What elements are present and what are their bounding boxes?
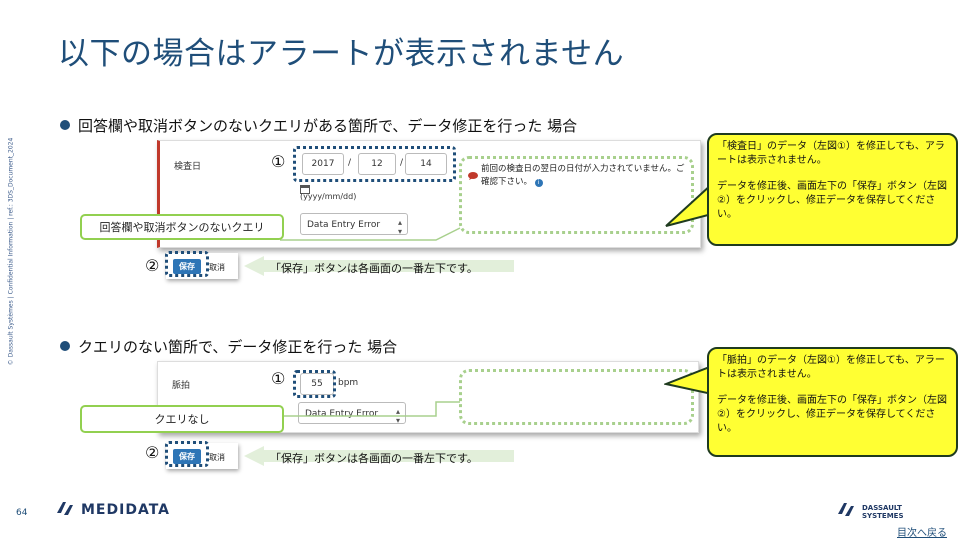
callout-text-1: 「検査日」のデータ（左図①）を修正しても、アラートは表示されません。 bbox=[717, 141, 945, 166]
query-highlight bbox=[459, 156, 694, 234]
save-button[interactable]: 保存 bbox=[173, 449, 201, 464]
reason-dropdown[interactable]: Data Entry Error ▴▾ bbox=[300, 213, 408, 236]
day-input[interactable]: 14 bbox=[405, 153, 447, 175]
save-note: 「保存」ボタンは各画面の一番左下です。 bbox=[270, 262, 478, 275]
section2-bullet: クエリのない箇所で、データ修正を行った 場合 bbox=[60, 336, 397, 357]
note-arrow bbox=[244, 446, 514, 466]
section1-bullet: 回答欄や取消ボタンのないクエリがある箇所で、データ修正を行った 場合 bbox=[60, 115, 577, 136]
speech-bubble-icon bbox=[468, 165, 478, 180]
sidebar-text: © Dassault Systèmes | Confidential Infor… bbox=[7, 137, 15, 366]
page-title: 以下の場合はアラートが表示されません bbox=[58, 36, 625, 72]
connector-line bbox=[280, 227, 461, 241]
dropdown-value: Data Entry Error bbox=[307, 220, 381, 230]
medidata-logo: MEDIDATA bbox=[55, 499, 175, 521]
unit-label: bpm bbox=[338, 378, 359, 388]
cancel-button[interactable]: 取消 bbox=[209, 263, 225, 272]
save-button[interactable]: 保存 bbox=[173, 259, 201, 274]
no-query-label: クエリなし bbox=[80, 405, 284, 433]
date-highlight bbox=[293, 146, 456, 182]
bullet-dot-icon bbox=[60, 341, 70, 351]
bullet-dot-icon bbox=[60, 120, 70, 130]
calendar-icon[interactable] bbox=[300, 179, 310, 194]
page-number: 64 bbox=[16, 508, 28, 518]
section1-heading: 回答欄や取消ボタンのないクエリがある箇所で、データ修正を行った 場合 bbox=[78, 117, 578, 135]
dropdown-arrow-icon: ▴▾ bbox=[395, 407, 400, 425]
save-highlight bbox=[165, 251, 209, 277]
connector-line bbox=[280, 401, 460, 417]
medidata-wordmark: MEDIDATA bbox=[81, 502, 170, 518]
circle-1-marker: ① bbox=[271, 152, 286, 171]
circle-1-marker: ① bbox=[271, 369, 286, 388]
empty-query-highlight bbox=[459, 369, 694, 425]
callout-box: 「脈拍」のデータ（左図①）を修正しても、アラートは表示されません。 データを修正… bbox=[707, 347, 958, 457]
callout-pointer bbox=[665, 182, 712, 227]
circle-2-marker: ② bbox=[145, 256, 160, 275]
pulse-label: 脈拍 bbox=[172, 381, 191, 391]
cancel-button[interactable]: 取消 bbox=[209, 453, 225, 462]
save-note: 「保存」ボタンは各画面の一番左下です。 bbox=[270, 452, 478, 465]
section2-heading: クエリのない箇所で、データ修正を行った 場合 bbox=[78, 338, 398, 356]
ds-mark-icon bbox=[57, 502, 73, 515]
info-icon: i bbox=[534, 179, 543, 187]
callout-text-2: データを修正後、画面左下の「保存」ボタン（左図②）をクリックし、修正データを保存… bbox=[717, 395, 947, 434]
callout-pointer bbox=[664, 364, 712, 396]
callout-text-2: データを修正後、画面左下の「保存」ボタン（左図②）をクリックし、修正データを保存… bbox=[717, 181, 947, 220]
dropdown-arrow-icon: ▴▾ bbox=[397, 218, 402, 236]
toc-link[interactable]: 目次へ戻る bbox=[897, 528, 947, 539]
callout-text-1: 「脈拍」のデータ（左図①）を修正しても、アラートは表示されません。 bbox=[717, 355, 945, 380]
confidential-sidebar: © Dassault Systèmes | Confidential Infor… bbox=[6, 120, 18, 380]
dropdown-value: Data Entry Error bbox=[305, 409, 379, 419]
circle-2-marker: ② bbox=[145, 443, 160, 462]
ds-mark-icon bbox=[838, 503, 854, 516]
date-separator: / bbox=[400, 158, 404, 168]
note-arrow bbox=[244, 256, 514, 276]
query-message: 前回の検査日の翌日の日付が入力されていません。ご確認下さい。 i bbox=[481, 164, 685, 187]
month-input[interactable]: 12 bbox=[358, 153, 396, 175]
year-input[interactable]: 2017 bbox=[302, 153, 344, 175]
exam-date-label: 検査日 bbox=[174, 162, 202, 172]
pulse-highlight bbox=[293, 370, 336, 398]
date-format-hint: (yyyy/mm/dd) bbox=[300, 192, 357, 201]
query-type-label: 回答欄や取消ボタンのないクエリ bbox=[80, 214, 284, 240]
date-separator: / bbox=[348, 158, 352, 168]
callout-box: 「検査日」のデータ（左図①）を修正しても、アラートは表示されません。 データを修… bbox=[707, 133, 958, 246]
reason-dropdown[interactable]: Data Entry Error ▴▾ bbox=[298, 402, 406, 425]
save-highlight bbox=[165, 441, 209, 467]
